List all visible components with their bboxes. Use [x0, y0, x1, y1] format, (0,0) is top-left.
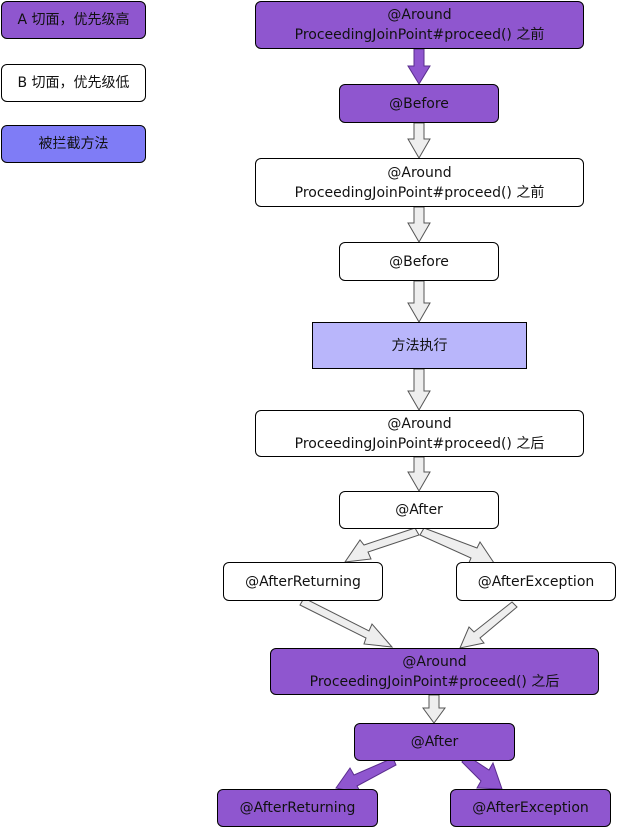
arrow-a-around-to-before: [407, 48, 431, 85]
node-a-around-after-line1: @Around: [402, 653, 467, 670]
arrow-method-to-b-around: [407, 368, 431, 411]
arrow-a-around-to-after: [422, 694, 446, 724]
arrow-a-before-to-b-around: [407, 122, 431, 159]
legend-a-aspect-label: A 切面，优先级高: [17, 12, 130, 28]
node-a-before-label: @Before: [389, 95, 449, 112]
node-b-around-after-line1: @Around: [387, 415, 452, 432]
arrow-b-after-to-returning: [343, 527, 420, 563]
node-b-before: @Before: [339, 242, 499, 281]
node-a-after-exception-label: @AfterException: [472, 800, 589, 816]
arrow-b-after-to-exception: [419, 527, 495, 566]
node-b-around-before-line2: ProceedingJoinPoint#proceed() 之前: [294, 184, 545, 201]
node-a-after-returning: @AfterReturning: [217, 789, 378, 827]
arrow-b-returning-to-a-around: [299, 597, 394, 648]
node-b-after-exception-label: @AfterException: [477, 573, 595, 590]
legend-a-aspect: A 切面，优先级高: [1, 1, 146, 39]
node-b-after: @After: [339, 491, 499, 529]
node-a-after-label: @After: [410, 734, 459, 750]
node-b-around-after: @Around ProceedingJoinPoint#proceed() 之后: [255, 410, 584, 457]
arrow-b-before-to-method: [407, 280, 431, 323]
node-b-around-before-line1: @Around: [387, 164, 452, 181]
node-b-around-before: @Around ProceedingJoinPoint#proceed() 之前: [255, 158, 584, 207]
node-a-around-before-line1: @Around: [387, 7, 452, 23]
legend-intercepted-method-label: 被拦截方法: [38, 136, 109, 152]
arrow-b-exception-to-a-around: [459, 601, 518, 649]
legend-intercepted-method: 被拦截方法: [1, 125, 146, 163]
node-a-before: @Before: [339, 84, 499, 123]
node-b-around-after-line2: ProceedingJoinPoint#proceed() 之后: [294, 435, 545, 452]
legend-b-aspect: B 切面，优先级低: [1, 64, 146, 102]
node-b-after-returning: @AfterReturning: [223, 562, 383, 601]
node-a-around-before: @Around ProceedingJoinPoint#proceed() 之前: [255, 1, 584, 49]
node-a-around-after-line2: ProceedingJoinPoint#proceed() 之后: [309, 673, 560, 690]
node-a-around-before-line2: ProceedingJoinPoint#proceed() 之前: [294, 27, 545, 43]
node-b-after-returning-label: @AfterReturning: [245, 573, 361, 590]
node-b-after-label: @After: [395, 502, 443, 518]
arrow-b-around-to-before: [407, 206, 431, 243]
node-b-before-label: @Before: [389, 253, 449, 270]
node-a-after: @After: [354, 723, 515, 761]
node-a-around-after: @Around ProceedingJoinPoint#proceed() 之后: [270, 648, 599, 695]
node-b-after-exception: @AfterException: [456, 562, 616, 601]
arrow-a-after-to-returning: [335, 757, 397, 794]
node-a-after-returning-label: @AfterReturning: [239, 800, 356, 816]
node-method-execution-label: 方法执行: [391, 337, 448, 354]
arrow-b-around-to-after: [407, 456, 431, 492]
node-method-execution: 方法执行: [312, 322, 527, 369]
legend-b-aspect-label: B 切面，优先级低: [17, 75, 130, 91]
node-a-after-exception: @AfterException: [450, 789, 611, 827]
